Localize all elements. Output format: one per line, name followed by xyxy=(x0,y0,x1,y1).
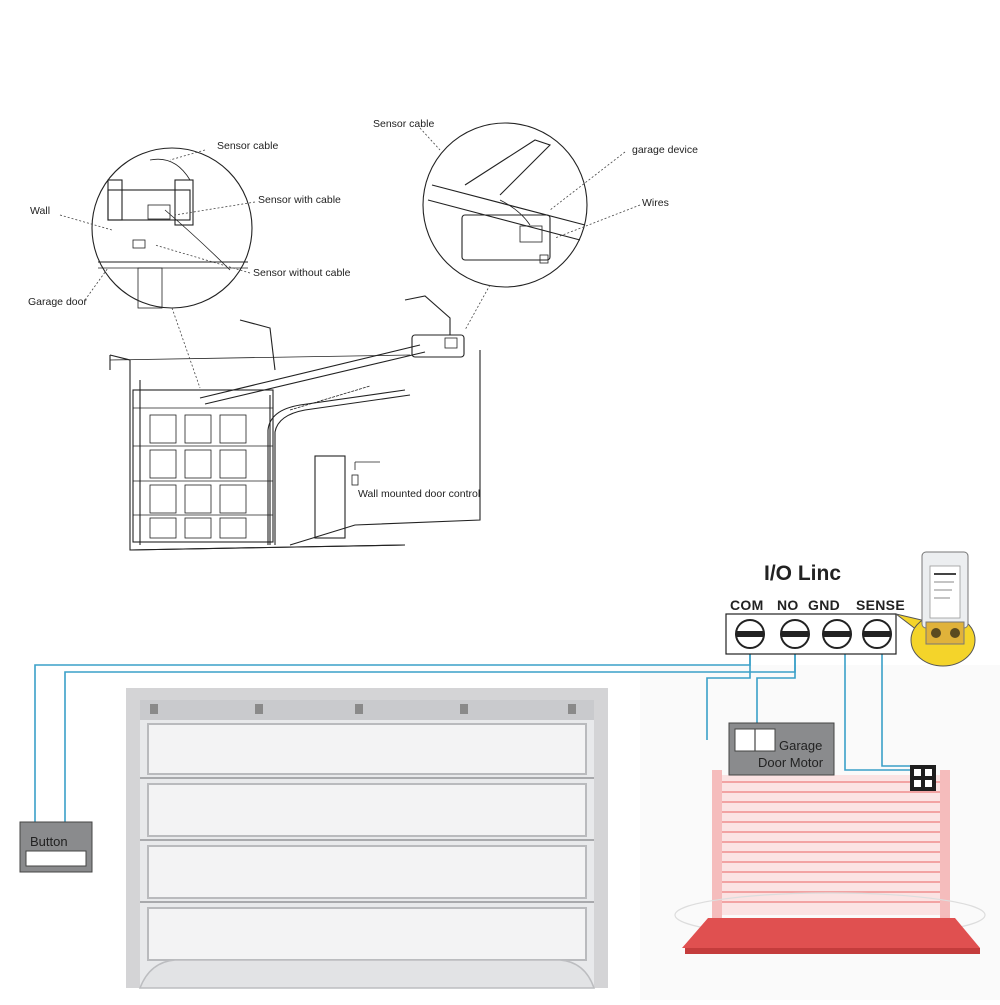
garage-door-motor-box: Garage Door Motor xyxy=(728,722,835,776)
label-sensor-cable-left: Sensor cable xyxy=(217,140,278,152)
label-garage-door: Garage door xyxy=(28,296,87,308)
sensor-connector xyxy=(910,765,936,791)
button-box: Button xyxy=(19,821,93,873)
motor-label-line1: Garage xyxy=(779,738,822,753)
light-curtain-scene xyxy=(640,665,1000,1000)
sensor-detail-circle xyxy=(91,147,253,389)
io-linc-device-image xyxy=(895,551,976,667)
label-sensor-cable-right: Sensor cable xyxy=(373,118,434,130)
label-sensor-without-cable: Sensor without cable xyxy=(253,267,351,279)
terminal-label-no: NO xyxy=(777,597,799,613)
terminal-block xyxy=(725,613,897,655)
opener-detail-circle xyxy=(422,122,588,331)
label-wall-control: Wall mounted door control xyxy=(358,488,480,500)
terminal-screw-sense xyxy=(862,619,892,649)
label-garage-device: garage device xyxy=(632,144,698,156)
terminal-label-com: COM xyxy=(730,597,764,613)
terminal-screw-gnd xyxy=(822,619,852,649)
terminal-labels: COM NO GND SENSE xyxy=(730,597,905,613)
io-linc-title: I/O Linc xyxy=(764,562,841,585)
label-sensor-with-cable: Sensor with cable xyxy=(258,194,341,206)
button-label: Button xyxy=(30,834,68,849)
garage-door-illustration xyxy=(126,688,608,989)
label-wall: Wall xyxy=(30,205,50,217)
terminal-screw-no xyxy=(780,619,810,649)
terminal-label-gnd: GND xyxy=(808,597,840,613)
terminal-label-sense: SENSE xyxy=(856,597,905,613)
wiring-lines xyxy=(34,645,912,825)
label-leaders xyxy=(59,127,641,301)
garage-line-drawing xyxy=(109,295,481,551)
label-wires: Wires xyxy=(642,197,669,209)
motor-label-line2: Door Motor xyxy=(758,755,824,770)
terminal-screw-com xyxy=(735,619,765,649)
